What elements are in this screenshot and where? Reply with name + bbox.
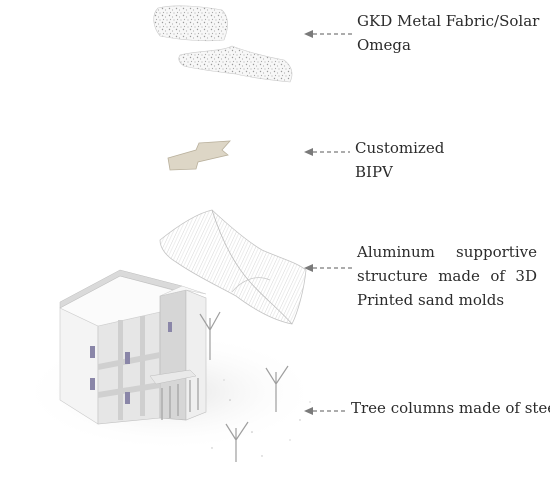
tree-column xyxy=(199,311,221,360)
building-tower-front xyxy=(159,289,187,421)
arrow-fabric xyxy=(304,30,352,38)
label-aluminum-word: made xyxy=(438,267,480,285)
metal-fabric-panel-lower xyxy=(178,45,293,83)
window xyxy=(168,322,172,332)
arrow-bipv xyxy=(304,148,350,156)
building-slab xyxy=(98,382,160,398)
label-aluminum-word: of xyxy=(490,267,505,285)
label-aluminum-line-1: Aluminum supportive xyxy=(357,240,537,264)
label-aluminum-word: structure xyxy=(357,267,428,285)
aluminum-structure-layer xyxy=(159,209,307,325)
label-aluminum-line-2: structure made of 3D xyxy=(357,264,537,288)
bipv-layer xyxy=(167,140,231,171)
bipv-panel xyxy=(167,140,231,171)
label-metal-fabric-line-2: Omega xyxy=(357,36,411,54)
label-bipv-line-2: BIPV xyxy=(355,163,393,181)
metal-fabric-layer xyxy=(153,5,293,83)
window xyxy=(125,392,130,404)
arrow-aluminum xyxy=(304,264,352,272)
tree-columns xyxy=(199,311,289,462)
aluminum-structure-fold xyxy=(231,277,271,293)
label-aluminum-word: supportive xyxy=(456,243,537,261)
building-balcony xyxy=(149,369,197,385)
label-aluminum-word: Aluminum xyxy=(357,243,435,261)
metal-fabric-panel-upper xyxy=(153,5,228,42)
building-layer xyxy=(20,269,320,462)
building-fin xyxy=(140,316,145,416)
label-aluminum-structure: Aluminum supportive structure made of 3D… xyxy=(357,240,537,312)
ground-level-columns xyxy=(161,378,199,420)
label-bipv-line-1: Customized xyxy=(355,139,445,157)
arrow-tree xyxy=(304,407,348,415)
label-tree-line-1: Tree columns made of steel xyxy=(351,399,550,417)
aluminum-structure-shell xyxy=(159,209,307,325)
label-tree-columns: Tree columns made of steel xyxy=(351,396,550,420)
aluminum-structure-ridge xyxy=(211,209,293,325)
building-fin xyxy=(118,320,123,420)
tree-column xyxy=(265,365,289,412)
tree-column xyxy=(225,421,249,462)
label-metal-fabric: GKD Metal Fabric/Solar Omega xyxy=(357,9,541,57)
label-bipv: Customized BIPV xyxy=(355,136,475,184)
leader-arrows xyxy=(304,30,352,415)
building-tower-side xyxy=(185,289,207,421)
label-metal-fabric-line-1: GKD Metal Fabric/Solar xyxy=(357,12,540,30)
window xyxy=(125,352,130,364)
window xyxy=(90,378,95,390)
ground-speckles xyxy=(211,379,311,457)
building-tower-top xyxy=(159,285,207,297)
window xyxy=(90,346,95,358)
label-aluminum-word: 3D xyxy=(515,267,537,285)
label-aluminum-line-3: Printed sand molds xyxy=(357,291,505,309)
